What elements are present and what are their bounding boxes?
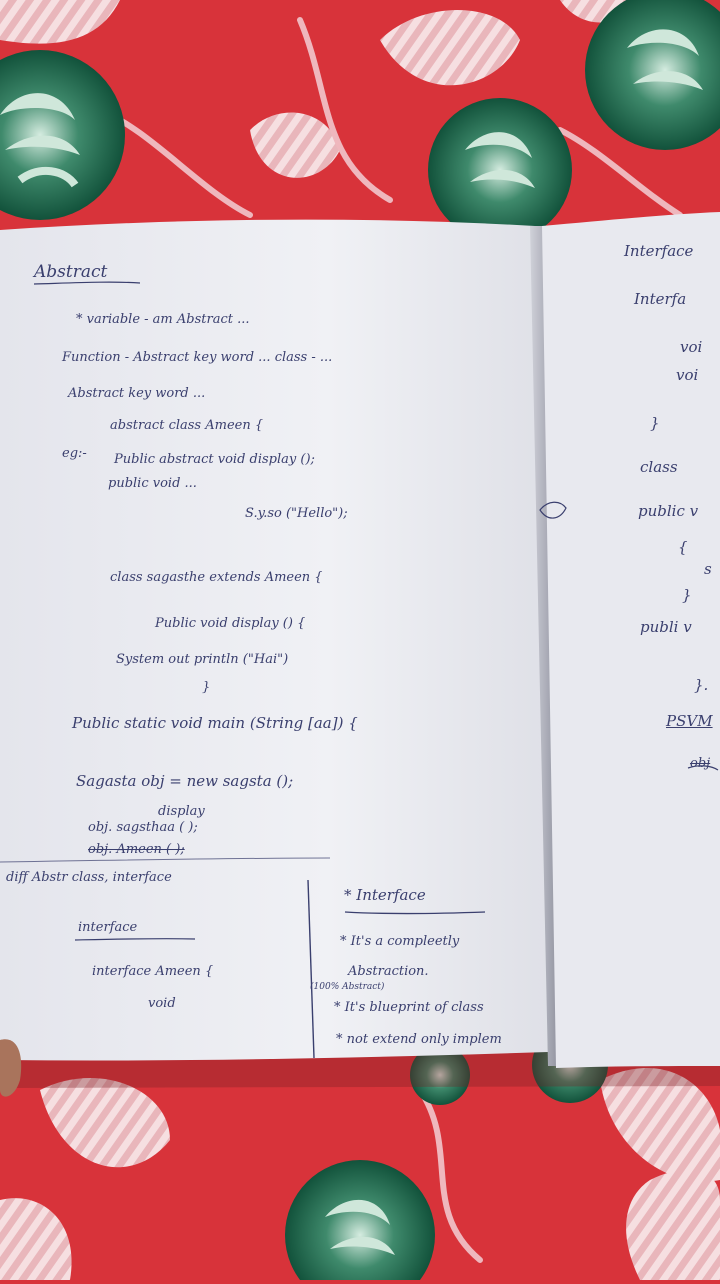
left-line: Public static void main (String [aa]) { [72,714,358,732]
left-line: * Interface [344,886,426,904]
left-line: display [158,804,205,819]
right-line: PSVM [666,712,713,730]
left-page [0,219,548,1061]
right-line: Interfa [634,290,687,308]
left-line: public void ... [108,476,197,491]
left-line: diff Abstr class, interface [6,870,172,885]
right-line: class [640,458,678,476]
left-line: Abstract key word ... [68,386,206,401]
left-line: } [202,680,211,695]
right-line: voi [676,366,699,384]
left-line: S.y.so ("Hello"); [245,506,348,521]
right-line: publi v [640,618,692,636]
right-line: s [704,560,712,578]
left-line: * It's blueprint of class [334,1000,484,1015]
left-line: obj. Ameen ( ); [88,842,185,857]
right-line: Interface [624,242,694,260]
left-line: Sagasta obj = new sagsta (); [76,772,294,790]
left-heading: Abstract [34,262,108,282]
left-line: System out println ("Hai") [116,652,289,667]
finger [0,1039,22,1097]
left-line: void [148,996,176,1011]
left-line: eg:- [62,446,87,461]
left-line: * It's a compleetly [340,934,460,949]
left-line: abstract class Ameen { [110,418,264,433]
right-line: obj [690,756,711,771]
right-line: public v [638,502,699,520]
left-line: obj. sagsthaa ( ); [88,820,198,835]
left-line: interface Ameen { [92,964,214,979]
left-line: Public abstract void display (); [114,452,315,467]
right-line: voi [680,338,703,356]
left-line: interface [78,920,138,935]
left-line: * variable - am Abstract ... [76,312,250,327]
left-line: * not extend only implem [336,1032,502,1047]
left-line: Abstraction. [348,964,429,979]
left-line: Public void display () { [155,616,306,631]
left-line: class sagasthe extends Ameen { [110,570,323,585]
right-line: } [682,586,692,604]
right-line: } [650,414,660,432]
right-line: }. [694,676,709,694]
left-line: (100% Abstract) [310,982,385,992]
left-line: Function - Abstract key word ... class -… [62,350,333,365]
right-line: { [678,538,688,556]
right-page [542,212,720,1068]
